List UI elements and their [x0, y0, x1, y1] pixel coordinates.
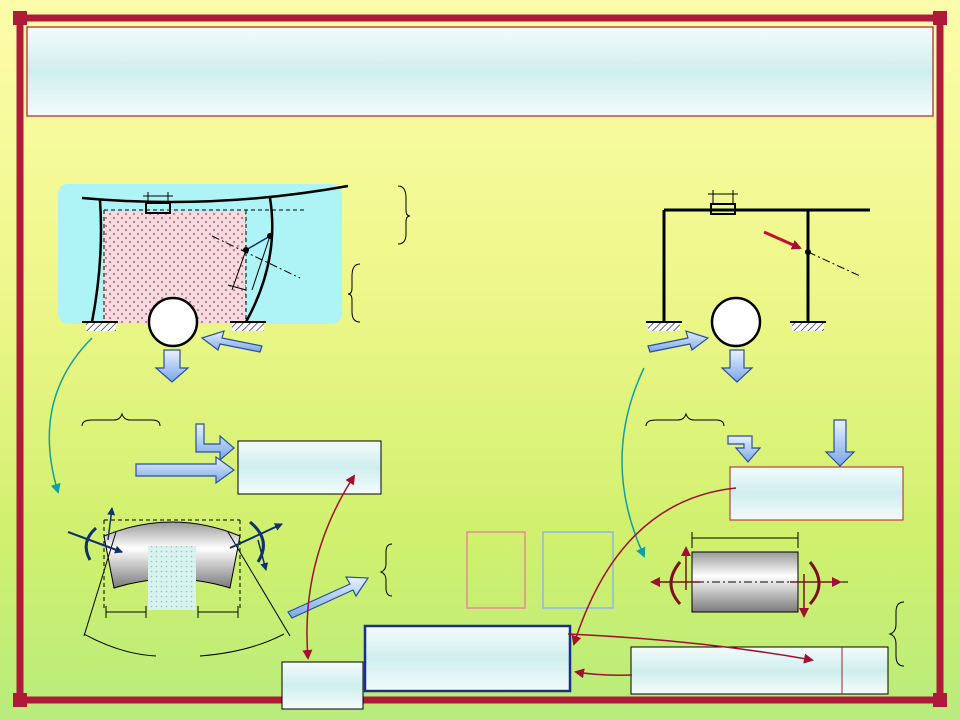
right-brace: [645, 412, 725, 427]
right-result-box: [729, 466, 904, 521]
title-banner: [26, 26, 934, 117]
pink-square: [466, 531, 526, 609]
bottom-right-box: [630, 646, 889, 695]
cylinder-illustration: [650, 532, 850, 618]
connector-arrows: [48, 337, 814, 679]
bottom-small-box: [281, 661, 364, 710]
left-brace: [81, 412, 161, 427]
left-frame-illustration: [58, 184, 411, 348]
right-curly-brace: [888, 601, 905, 667]
right-frame-illustration: [646, 190, 870, 348]
center-result-box: [363, 624, 572, 693]
blue-square: [542, 531, 614, 609]
center-brace: [379, 543, 393, 597]
left-result-box: [237, 440, 382, 495]
bent-beam-illustration: [67, 507, 291, 657]
slide-frame: [13, 11, 947, 707]
